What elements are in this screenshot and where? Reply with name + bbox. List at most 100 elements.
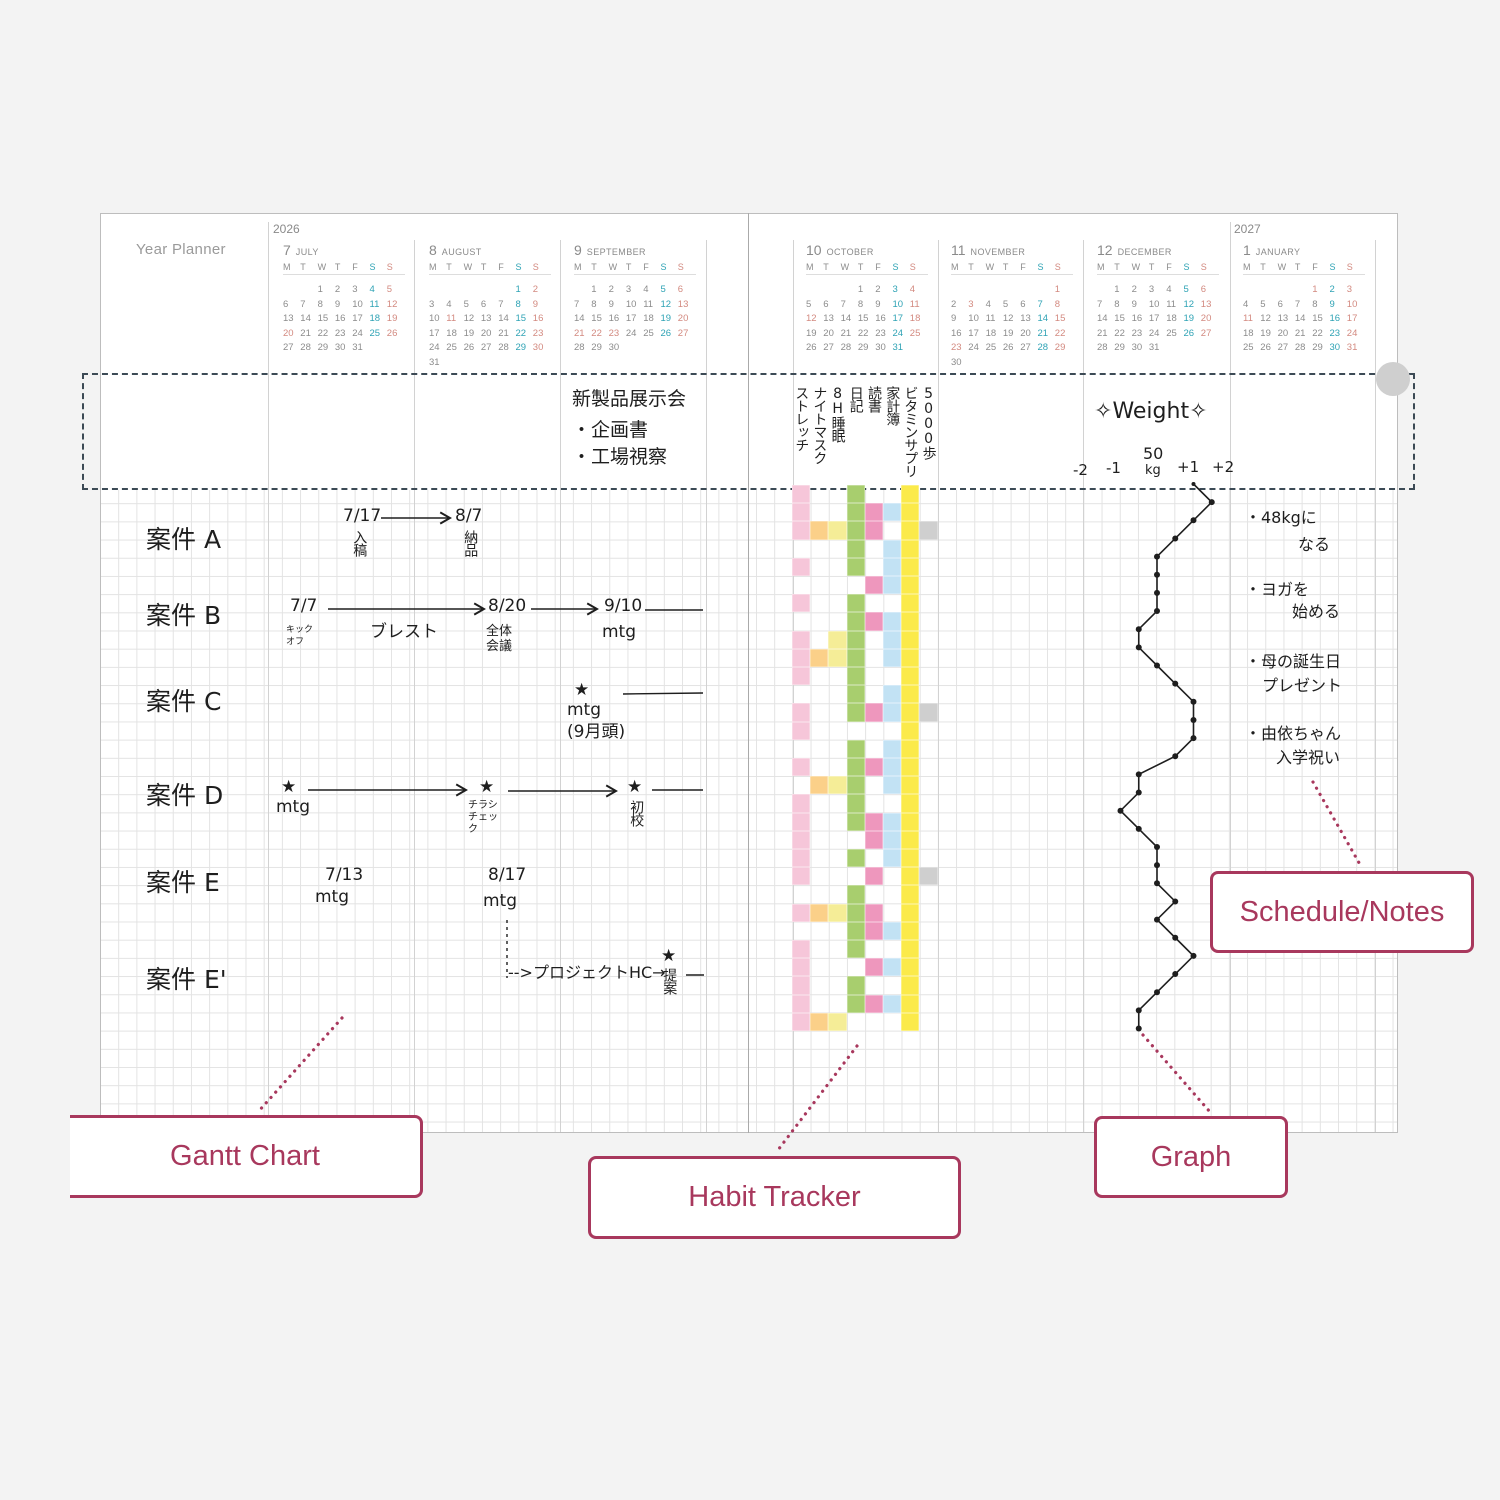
day-number: 23 — [608, 327, 620, 339]
habit-cell-done — [846, 703, 865, 722]
month-number: 11 — [951, 242, 966, 258]
day-number: 30 — [951, 356, 962, 368]
habit-cell-done — [901, 612, 920, 631]
day-number: 5 — [1183, 284, 1189, 295]
graph-center-label: 50 — [1143, 444, 1164, 463]
page-spine — [748, 213, 749, 1133]
graph-tick: -2 — [1073, 461, 1088, 479]
day-number: 15 — [317, 313, 329, 324]
habit-cell-done — [846, 612, 865, 631]
day-number: 1 — [857, 284, 864, 295]
gantt-label: mtg — [602, 622, 637, 642]
day-number: 3 — [429, 298, 435, 310]
day-number: 24 — [968, 342, 979, 353]
highlight-box — [82, 373, 1415, 490]
habit-name: ビタミンサプリ — [902, 386, 919, 477]
event-item: ・工場視察 — [572, 446, 668, 468]
day-blank — [1243, 283, 1260, 298]
day-number: 9 — [1131, 298, 1137, 310]
habit-cell-done — [846, 976, 865, 995]
day-number: 17 — [625, 313, 637, 324]
day-number: 13 — [1277, 313, 1289, 324]
habit-cell-done — [901, 867, 920, 886]
habit-cell-done — [883, 648, 902, 667]
left-grid — [101, 490, 748, 1132]
month-name: JULY — [295, 247, 319, 257]
gantt-row-label: 案件 C — [146, 687, 222, 716]
weekday-label: T — [1260, 262, 1266, 272]
day-number: 13 — [1020, 313, 1031, 324]
day-number: 18 — [446, 327, 457, 339]
day-blank — [283, 283, 300, 298]
habit-name: 日記 — [847, 386, 864, 412]
day-number: 19 — [386, 313, 398, 324]
day-number: 1 — [1114, 284, 1120, 295]
day-number: 13 — [283, 313, 294, 324]
habit-cell-done — [846, 594, 865, 613]
weekday-label: T — [591, 262, 597, 272]
habit-cell-done — [919, 703, 938, 722]
habit-cell-done — [864, 903, 883, 922]
gantt-label: キックオフ — [286, 625, 314, 647]
day-number: 10 — [1346, 298, 1358, 310]
day-number: 1 — [515, 284, 521, 295]
day-number: 28 — [1037, 342, 1049, 353]
habit-cell-done — [792, 557, 811, 576]
day-number: 21 — [574, 327, 585, 339]
weekday-label: T — [823, 262, 829, 272]
day-number: 25 — [1166, 327, 1177, 339]
weekday-label: W — [985, 262, 995, 272]
day-number: 9 — [875, 298, 881, 310]
day-number: 10 — [968, 313, 979, 324]
weekday-label: T — [968, 262, 974, 272]
day-number: 26 — [1183, 327, 1195, 339]
graph-title-text: Weight — [1112, 399, 1190, 424]
day-number: 5 — [806, 298, 812, 310]
day-number: 23 — [1329, 327, 1341, 339]
weekday-label: T — [1148, 262, 1155, 272]
weekday-label: W — [1131, 262, 1141, 272]
habit-cell-done — [901, 485, 920, 504]
habit-cell-done — [846, 885, 865, 904]
day-number: 29 — [1312, 342, 1323, 353]
habit-cell-done — [883, 612, 902, 631]
day-number: 25 — [446, 342, 457, 353]
habit-cell-done — [901, 557, 920, 576]
day-number: 17 — [352, 313, 363, 324]
day-number: 8 — [857, 298, 864, 310]
gantt-row-label: 案件 E — [146, 868, 220, 897]
day-number: 8 — [1312, 298, 1318, 310]
habit-cell-done — [828, 1012, 847, 1031]
day-number: 18 — [1166, 313, 1177, 324]
day-number: 3 — [352, 284, 358, 295]
day-blank — [1037, 283, 1054, 298]
day-number: 19 — [806, 327, 817, 339]
day-number: 10 — [429, 313, 440, 324]
day-number: 14 — [1294, 313, 1306, 324]
day-number: 22 — [1114, 327, 1125, 339]
day-number: 29 — [1114, 342, 1125, 353]
habit-cell-done — [901, 703, 920, 722]
weekday-label: M — [806, 262, 814, 272]
divider — [414, 240, 415, 1132]
habit-cell-done — [792, 721, 811, 740]
note-line: ・48kgに — [1245, 508, 1317, 527]
weekday-label: F — [875, 262, 881, 272]
month-number: 1 — [1243, 242, 1251, 258]
day-number: 22 — [515, 327, 527, 339]
day-blank — [986, 283, 1003, 298]
habit-cell-done — [883, 958, 902, 977]
habit-cell-done — [810, 521, 829, 540]
habit-cell-done — [792, 903, 811, 922]
habit-cell-done — [828, 903, 847, 922]
day-number: 20 — [677, 313, 689, 324]
weekday-label: M — [429, 262, 437, 272]
day-number: 30 — [1329, 342, 1341, 353]
day-number: 27 — [283, 342, 294, 353]
